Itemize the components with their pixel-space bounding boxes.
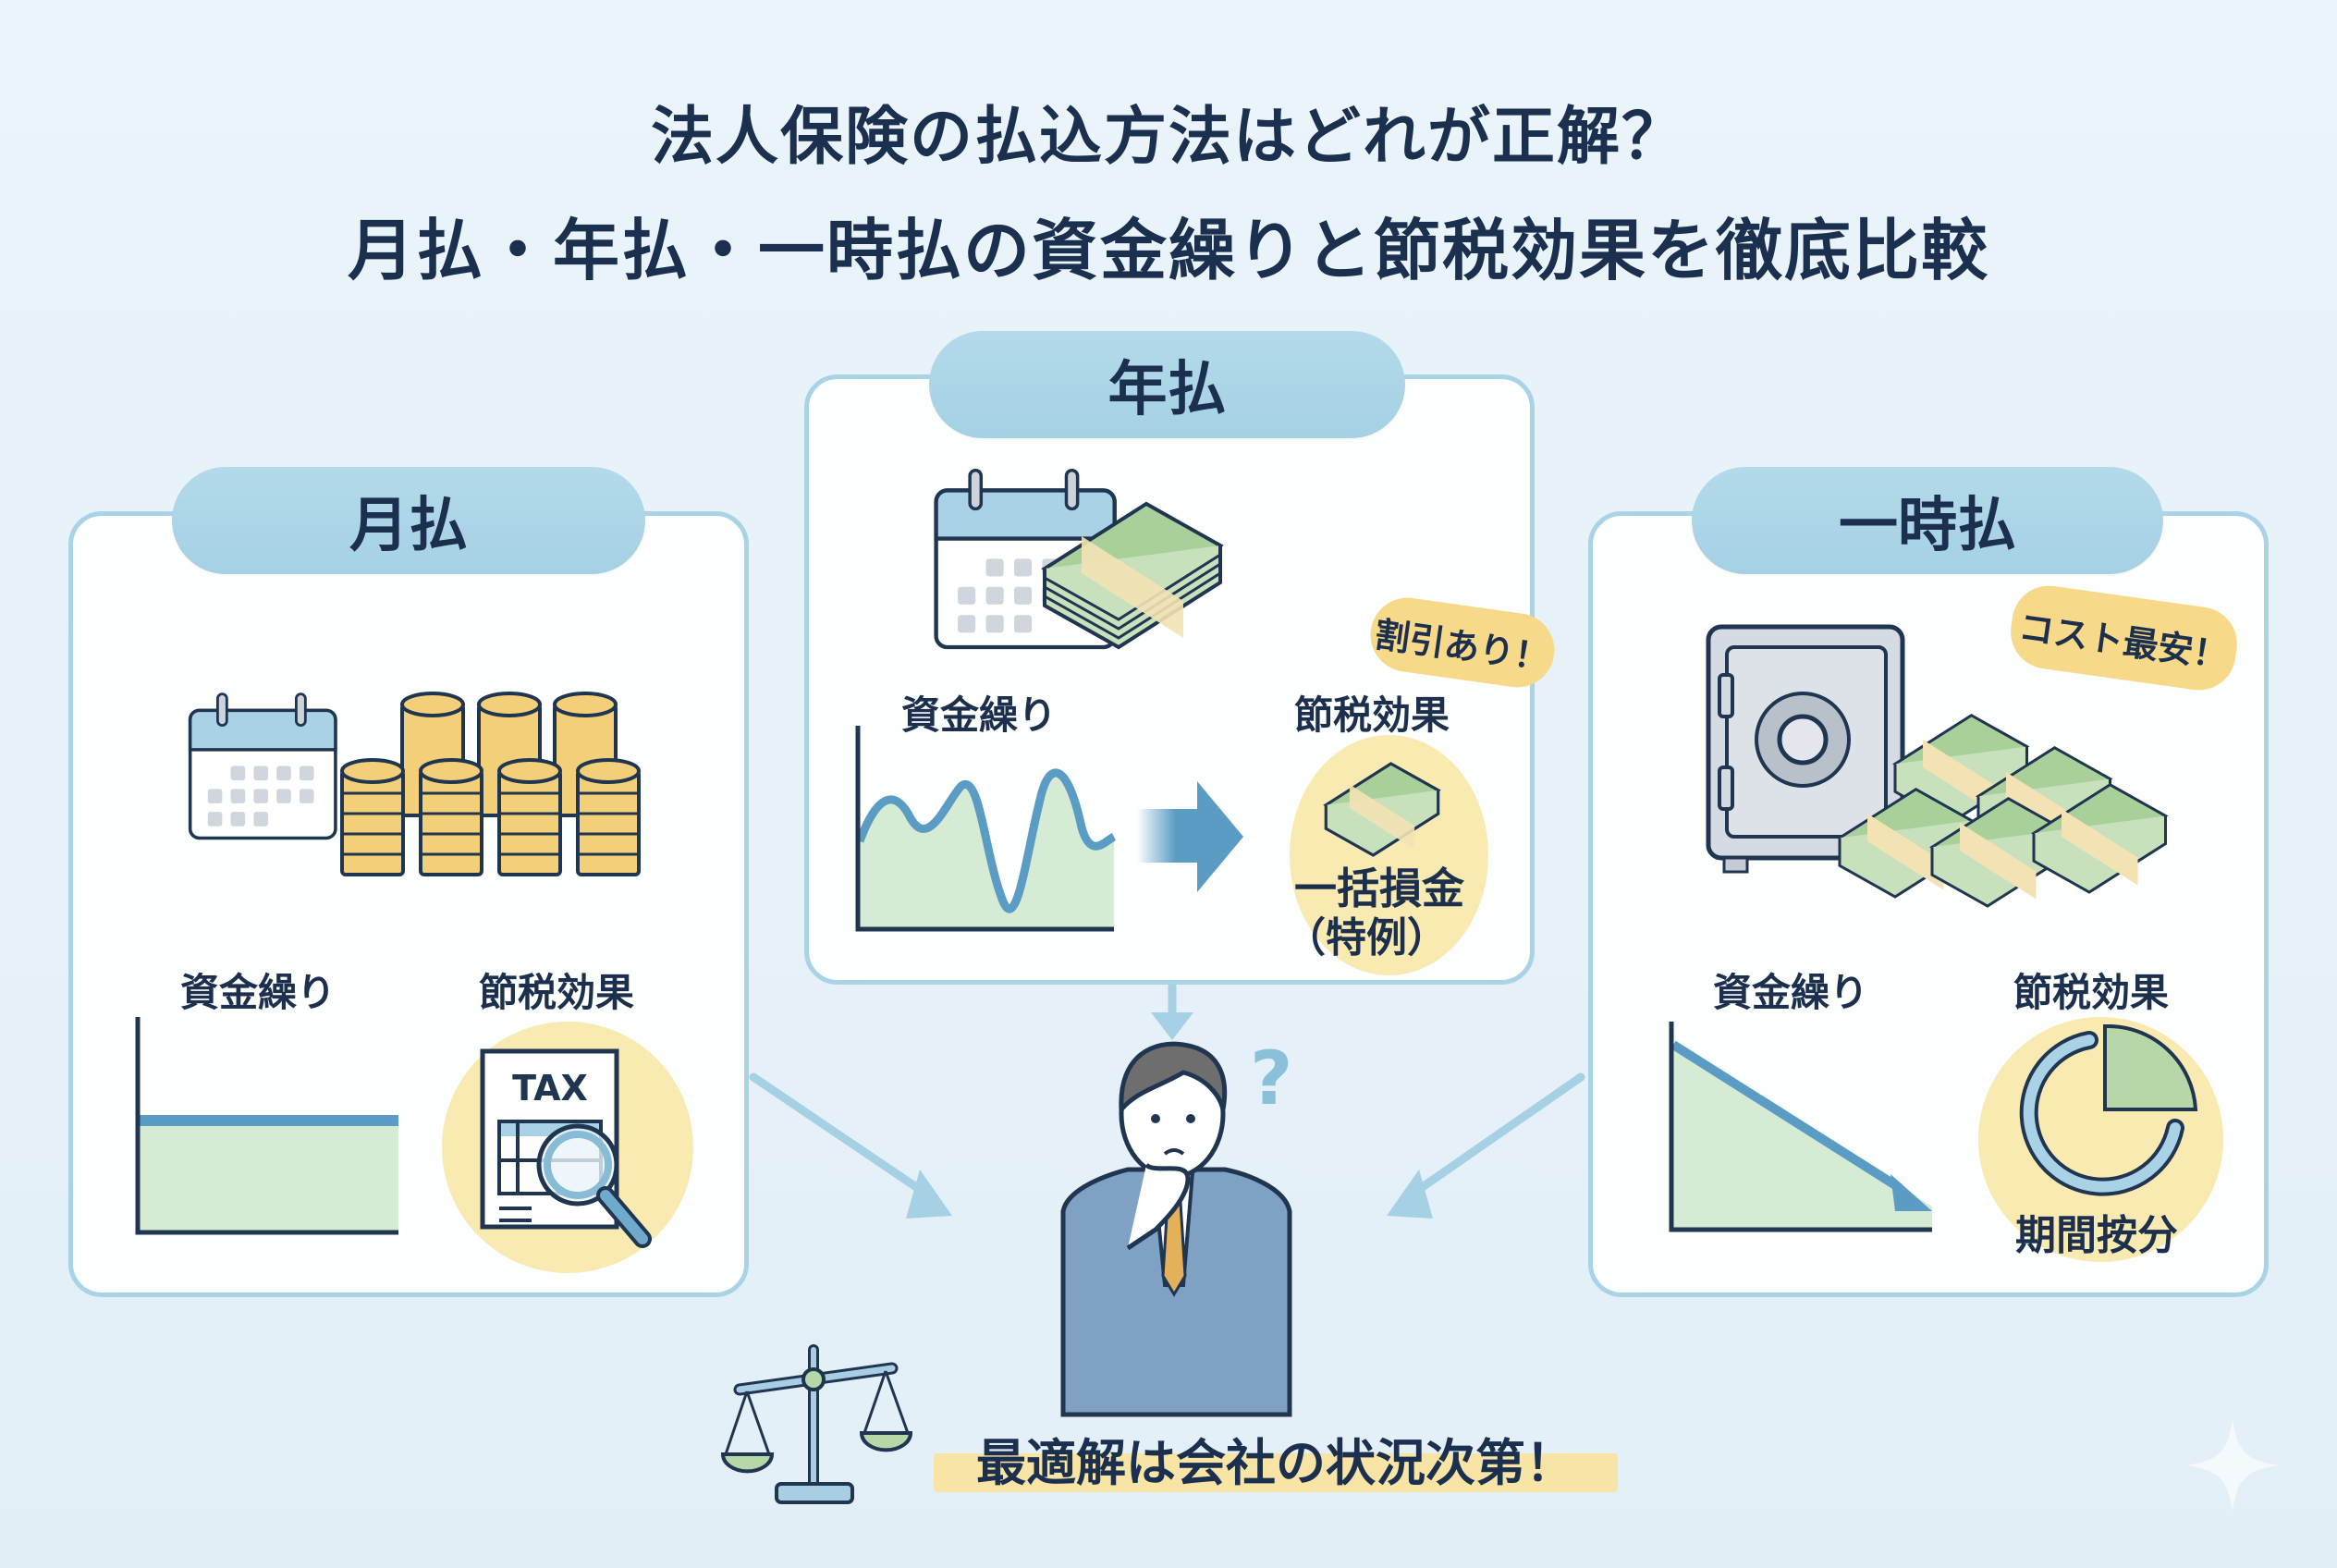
cash-bundle-icon [1323, 762, 1441, 857]
balance-scale-icon [720, 1344, 913, 1504]
svg-text:TAX: TAX [512, 1068, 588, 1109]
page-title-line1: 法人保険の払込方法はどれが正解？ [650, 101, 1686, 174]
arrow-left-down-icon [1387, 1170, 1433, 1219]
arrow-right-down-icon [906, 1170, 952, 1219]
arrow-down-icon [1151, 1012, 1193, 1040]
conclusion-highlight [934, 1453, 1618, 1492]
heading-lump-sum: 一時払 [1692, 467, 2163, 574]
coin-stacks-icon [340, 692, 641, 876]
cashflow-chart-declining [1669, 1022, 1932, 1232]
tax-label-lump-sum: 節税効果 [2013, 970, 2170, 1015]
cash-pile-icon [1837, 714, 2169, 908]
tax-document-magnifier-icon: TAX [480, 1048, 652, 1248]
tax-caption-annual-line1: 一括損金 [1294, 864, 1464, 913]
tax-highlight-circle [1978, 1017, 2223, 1262]
cashflow-chart-fluctuating [855, 726, 1117, 932]
sparkle-icon [2186, 1419, 2279, 1512]
tax-caption-annual-line2: （特例） [1285, 914, 1448, 962]
safe-icon [1706, 624, 1905, 874]
cashflow-chart-flat [135, 1017, 398, 1235]
tax-label-annual: 節税効果 [1294, 692, 1450, 738]
heading-annual: 年払 [929, 331, 1405, 438]
cashflow-label-annual: 資金繰り [901, 692, 1058, 738]
cashflow-label-lump-sum: 資金繰り [1713, 970, 1869, 1015]
cash-bundle-icon [1041, 501, 1224, 650]
thinking-businessman-icon [1060, 1041, 1292, 1417]
calendar-icon [188, 692, 337, 840]
page-title-line2: 月払・年払・一時払の資金繰りと節税効果を徹底比較 [347, 212, 1989, 289]
heading-monthly: 月払 [172, 467, 645, 574]
tax-label-monthly: 節税効果 [479, 970, 635, 1015]
arrow-right-icon [1137, 781, 1243, 892]
tax-caption-lump-sum: 期間按分 [2015, 1212, 2178, 1259]
cashflow-label-monthly: 資金繰り [180, 970, 336, 1015]
question-mark-icon: ? [1250, 1035, 1293, 1121]
pie-quarter-icon [2019, 1023, 2198, 1196]
conclusion-text: 最適解は会社の状況次第！ [934, 1422, 1618, 1492]
